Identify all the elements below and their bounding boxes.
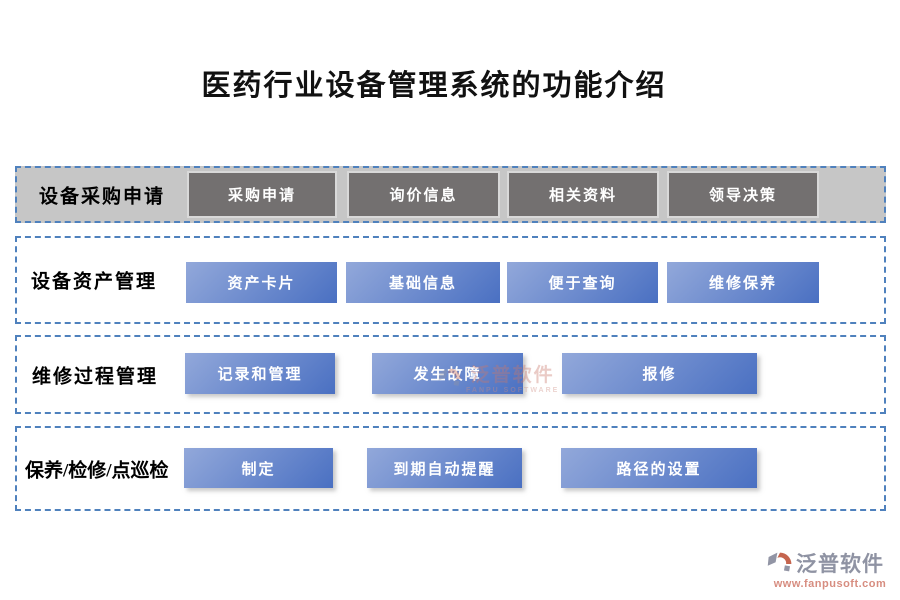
section-repair-process: 维修过程管理 记录和管理 发生故障 报修 — [15, 335, 886, 414]
button-make-plan[interactable]: 制定 — [184, 448, 333, 488]
button-leader-decision[interactable]: 领导决策 — [667, 171, 819, 218]
section-maintenance-inspection: 保养/检修/点巡检 制定 到期自动提醒 路径的设置 — [15, 426, 886, 511]
button-fault-occurs[interactable]: 发生故障 — [372, 353, 523, 394]
fanpu-logo-name: 泛普软件 — [796, 552, 884, 576]
button-path-setting[interactable]: 路径的设置 — [561, 448, 757, 488]
section-label: 维修过程管理 — [32, 366, 159, 387]
fanpu-logo-url: www.fanpusoft.com — [773, 578, 887, 590]
section-procurement-request: 设备采购申请 采购申请 询价信息 相关资料 领导决策 — [15, 166, 886, 223]
section-asset-management: 设备资产管理 资产卡片 基础信息 便于查询 维修保养 — [15, 236, 886, 324]
fanpu-logo-icon — [767, 552, 792, 572]
fanpu-logo: 泛普软件 www.fanpusoft.com — [766, 550, 894, 590]
button-purchase-request[interactable]: 采购申请 — [187, 171, 337, 218]
section-label: 设备资产管理 — [31, 271, 158, 293]
section-label: 保养/检修/点巡检 — [25, 460, 169, 481]
button-easy-query[interactable]: 便于查询 — [507, 262, 658, 303]
button-repair-maintenance[interactable]: 维修保养 — [667, 262, 819, 303]
page-title: 医药行业设备管理系统的功能介绍 — [201, 70, 667, 102]
button-asset-card[interactable]: 资产卡片 — [186, 262, 337, 303]
button-related-material[interactable]: 相关资料 — [507, 171, 659, 218]
button-expiry-auto-remind[interactable]: 到期自动提醒 — [367, 448, 522, 488]
section-label: 设备采购申请 — [39, 186, 166, 207]
button-inquiry-info[interactable]: 询价信息 — [347, 171, 500, 218]
button-record-manage[interactable]: 记录和管理 — [185, 353, 335, 394]
button-report-repair[interactable]: 报修 — [562, 353, 757, 394]
button-basic-info[interactable]: 基础信息 — [346, 262, 500, 303]
